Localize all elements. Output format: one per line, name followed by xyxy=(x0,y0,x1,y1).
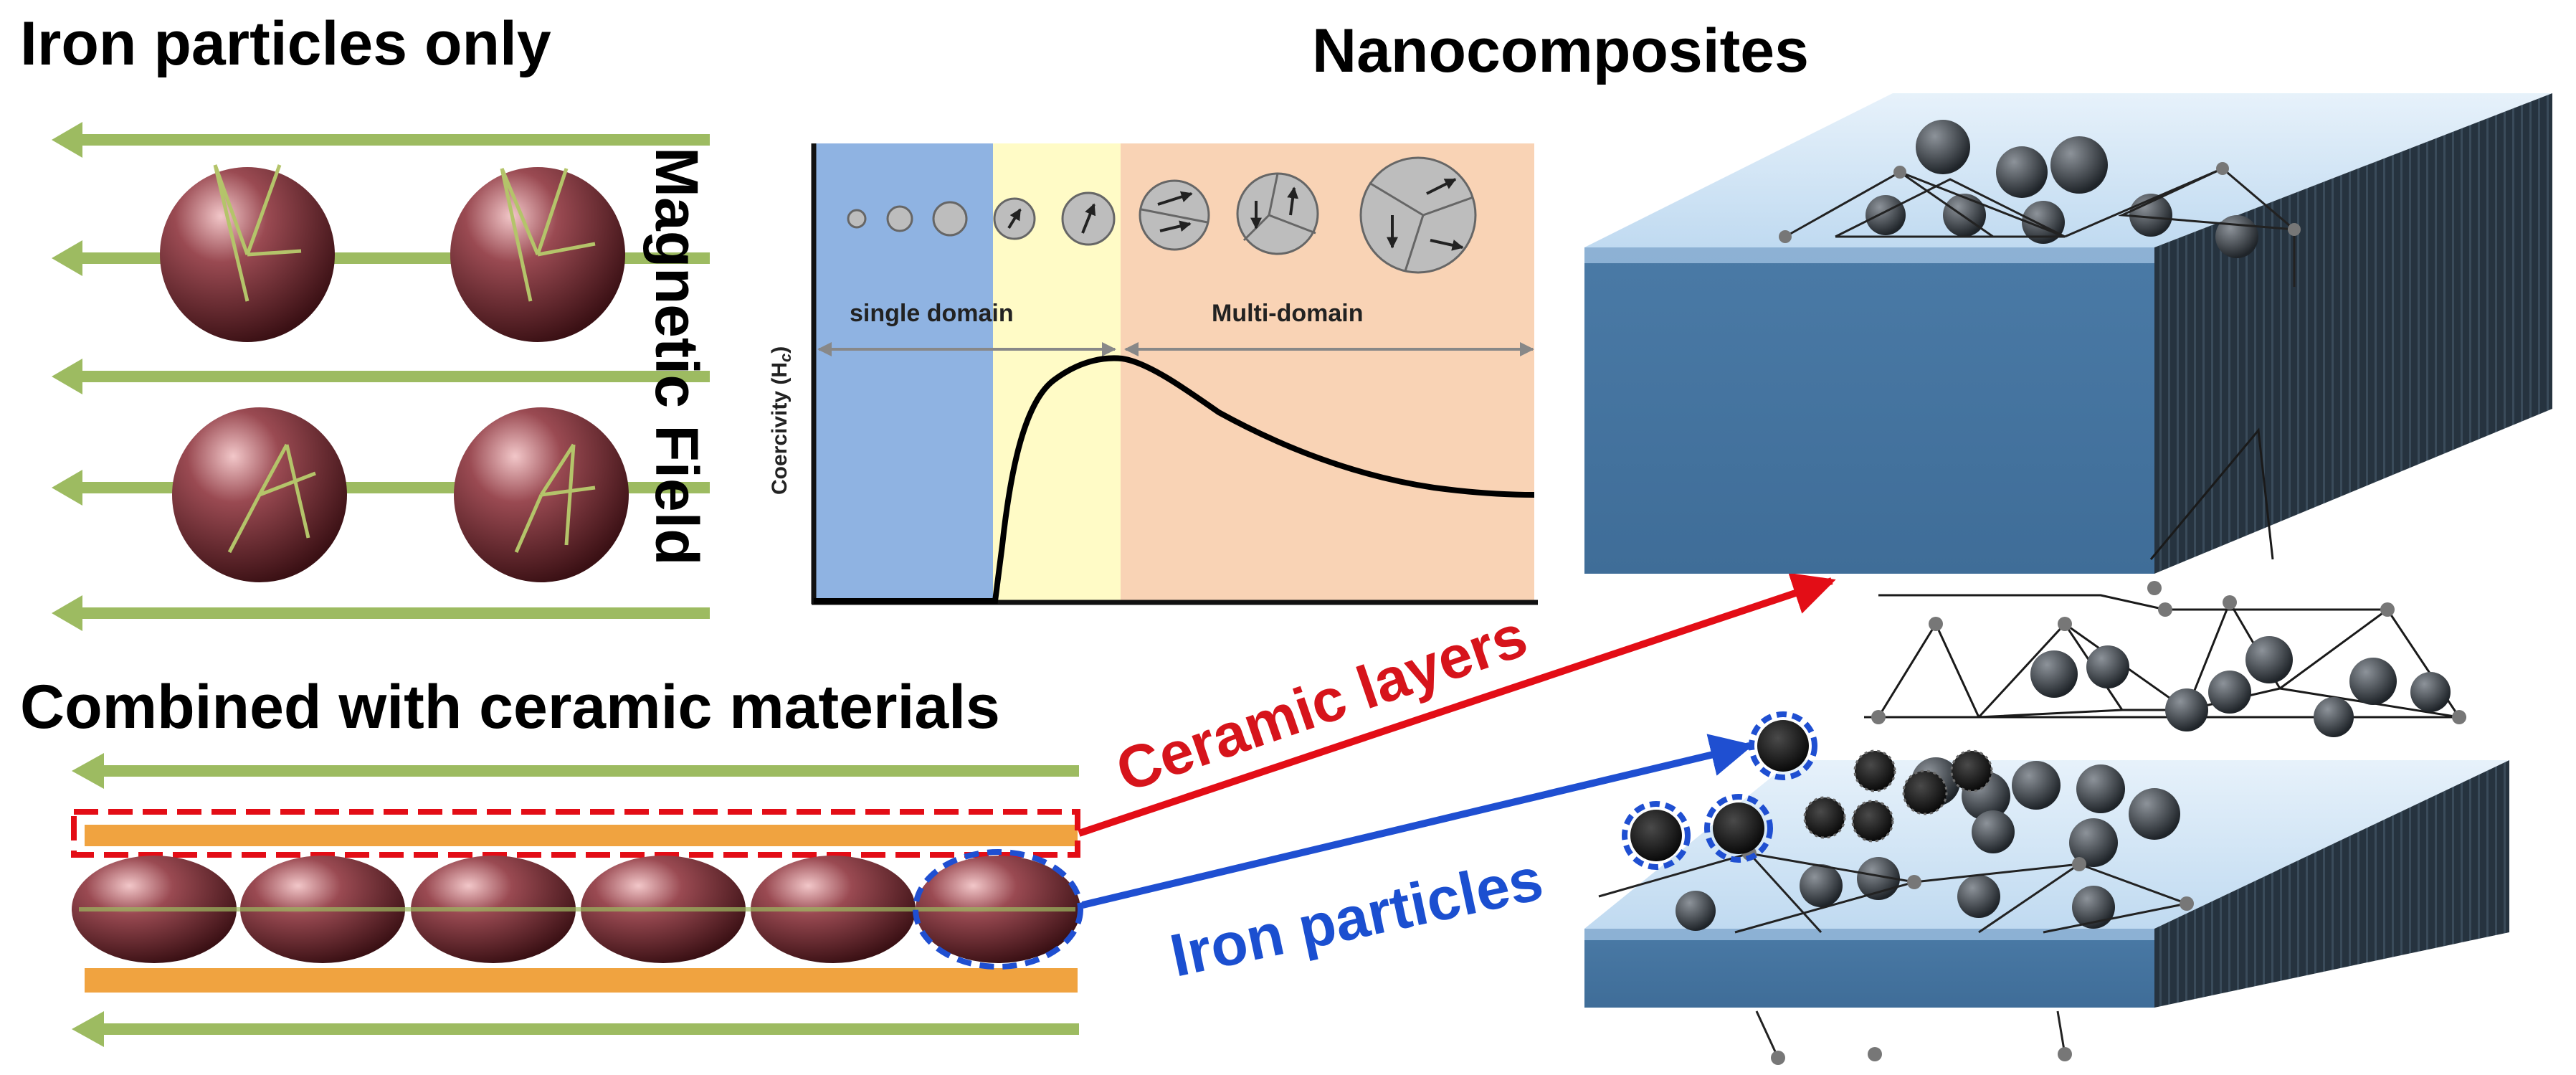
domain-circle xyxy=(886,205,913,232)
nanoparticle xyxy=(2215,215,2258,258)
coercivity-curve xyxy=(814,355,1535,604)
inset-label-multi-domain: Multi-domain xyxy=(1212,300,1364,327)
iron-nanoparticle-highlighted xyxy=(1630,810,1682,861)
ceramic-slab-upper xyxy=(1584,93,2552,574)
nanoparticle xyxy=(1676,891,1716,931)
iron-nanoparticle xyxy=(1950,749,1993,792)
slab-side-face xyxy=(2154,760,2509,1008)
nanoparticle xyxy=(2072,886,2115,929)
nanoparticle xyxy=(2129,788,2180,840)
iron-particles-arrow xyxy=(1081,734,1754,909)
nanoparticle xyxy=(2410,672,2451,712)
nanoparticle xyxy=(2314,697,2354,737)
nanoparticle xyxy=(1800,864,1843,907)
nanoparticle xyxy=(2208,671,2251,714)
iron-nanoparticle xyxy=(1853,749,1896,792)
nanoparticle xyxy=(1996,146,2048,198)
field-arrows-top xyxy=(52,122,710,631)
iron-particle-highlight xyxy=(913,849,1083,970)
inset-label-single-domain: single domain xyxy=(850,300,1014,327)
upper-slab-particles xyxy=(1779,120,2301,287)
domain-circle xyxy=(932,201,968,237)
iron-nanoparticle xyxy=(1902,769,1948,815)
domain-circles xyxy=(847,156,1477,274)
slab-front-face xyxy=(1584,247,2154,574)
ceramic-layer-highlight xyxy=(71,809,1080,858)
nanoparticle xyxy=(2086,645,2129,688)
nanoparticle xyxy=(2069,818,2118,867)
iron-particle xyxy=(160,164,335,342)
nanoparticle xyxy=(1866,195,1906,235)
iron-nanoparticle xyxy=(1803,796,1846,839)
field-arrow xyxy=(52,595,710,631)
nanoparticle xyxy=(2165,688,2208,731)
slab-side-face xyxy=(2154,93,2552,574)
iron-ellipses xyxy=(72,856,1080,963)
slab-front-face xyxy=(1584,929,2154,1008)
heading-combined-with-ceramic: Combined with ceramic materials xyxy=(20,673,1000,742)
lower-slab-particles xyxy=(1598,757,2194,1065)
iron-nanoparticle-highlighted xyxy=(1713,802,1764,854)
field-arrows-bottom xyxy=(72,753,1079,1047)
nanoparticle xyxy=(2012,761,2061,810)
field-arrow xyxy=(52,122,710,158)
nanoparticle xyxy=(2076,764,2125,813)
nanoparticle xyxy=(1957,875,2000,918)
middle-lattice xyxy=(1864,427,2466,737)
ceramic-layers-arrow xyxy=(1078,572,1836,837)
inset-y-axis-label: Coercivity (Hc) xyxy=(768,346,794,495)
nanoparticle xyxy=(2030,650,2078,698)
domain-circle xyxy=(847,209,867,229)
iron-spheres-top xyxy=(160,164,629,582)
ceramic-layer-top xyxy=(85,825,1078,846)
nanoparticle xyxy=(1943,194,1986,237)
heading-iron-particles-only: Iron particles only xyxy=(20,9,551,78)
iron-particle xyxy=(172,407,347,582)
coercivity-inset: Coercivity (Hc) single domain Multi-doma… xyxy=(768,143,1538,605)
iron-nanoparticle xyxy=(1851,800,1894,843)
nanoparticle xyxy=(2245,636,2293,683)
domain-circle xyxy=(1359,156,1477,274)
iron-nanoparticle-highlighted xyxy=(1757,720,1809,772)
nanoparticle xyxy=(2050,136,2108,194)
nanoparticle xyxy=(1972,810,2015,853)
field-arrow xyxy=(72,753,1079,789)
nanoparticle xyxy=(1916,120,1970,174)
iron-particles-label: Iron particles xyxy=(1164,845,1549,990)
field-arrow xyxy=(72,1011,1079,1047)
field-arrow xyxy=(52,359,710,394)
domain-circle xyxy=(1236,172,1319,255)
black-iron-particles xyxy=(1622,711,1993,870)
iron-particle xyxy=(450,167,625,342)
nanoparticle xyxy=(2349,658,2397,705)
ceramic-layer-bottom xyxy=(85,968,1078,993)
iron-particle xyxy=(454,407,629,582)
heading-nanocomposites: Nanocomposites xyxy=(1312,16,1809,85)
magnetic-field-label: Magnetic Field xyxy=(643,147,710,565)
